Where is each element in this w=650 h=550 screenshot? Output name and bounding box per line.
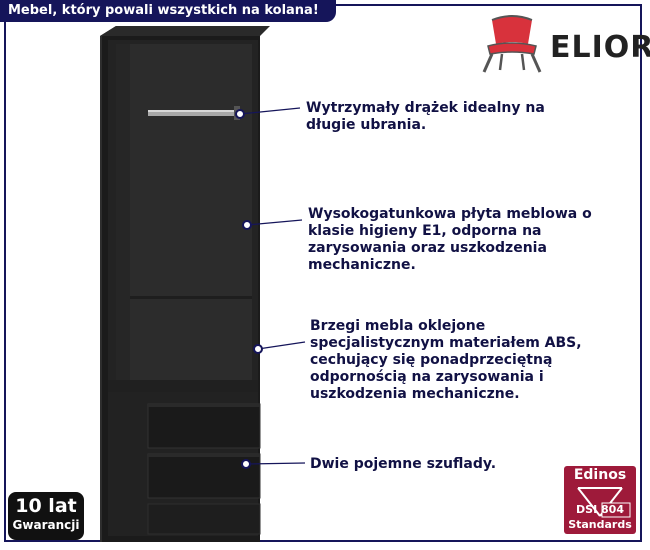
feature-abs-edges: Brzegi mebla oklejone specjalistycznym m… — [310, 318, 582, 402]
certificate-title: Edinos — [573, 467, 627, 483]
warranty-years: 10 lat — [15, 495, 77, 517]
certificate-badge-icon — [564, 466, 636, 534]
brand-name: ELIOR — [550, 30, 650, 65]
warranty-label: Gwarancji — [12, 518, 80, 532]
certificate-code: DSI 804 — [576, 503, 624, 516]
chair-logo-icon — [482, 15, 542, 73]
certificate-label: Standards — [568, 518, 632, 531]
promo-banner: Mebel, który powali wszystkich na kolana… — [0, 0, 336, 22]
feature-board-quality: Wysokogatunkowa płyta meblowa o klasie h… — [308, 206, 592, 273]
wardrobe-image — [100, 26, 270, 542]
feature-hanging-rail: Wytrzymały drążek idealny na długie ubra… — [306, 100, 545, 133]
feature-drawers: Dwie pojemne szuflady. — [310, 456, 497, 472]
warranty-badge: 10 lat Gwarancji — [8, 492, 84, 540]
banner-text: Mebel, który powali wszystkich na kolana… — [8, 3, 319, 18]
